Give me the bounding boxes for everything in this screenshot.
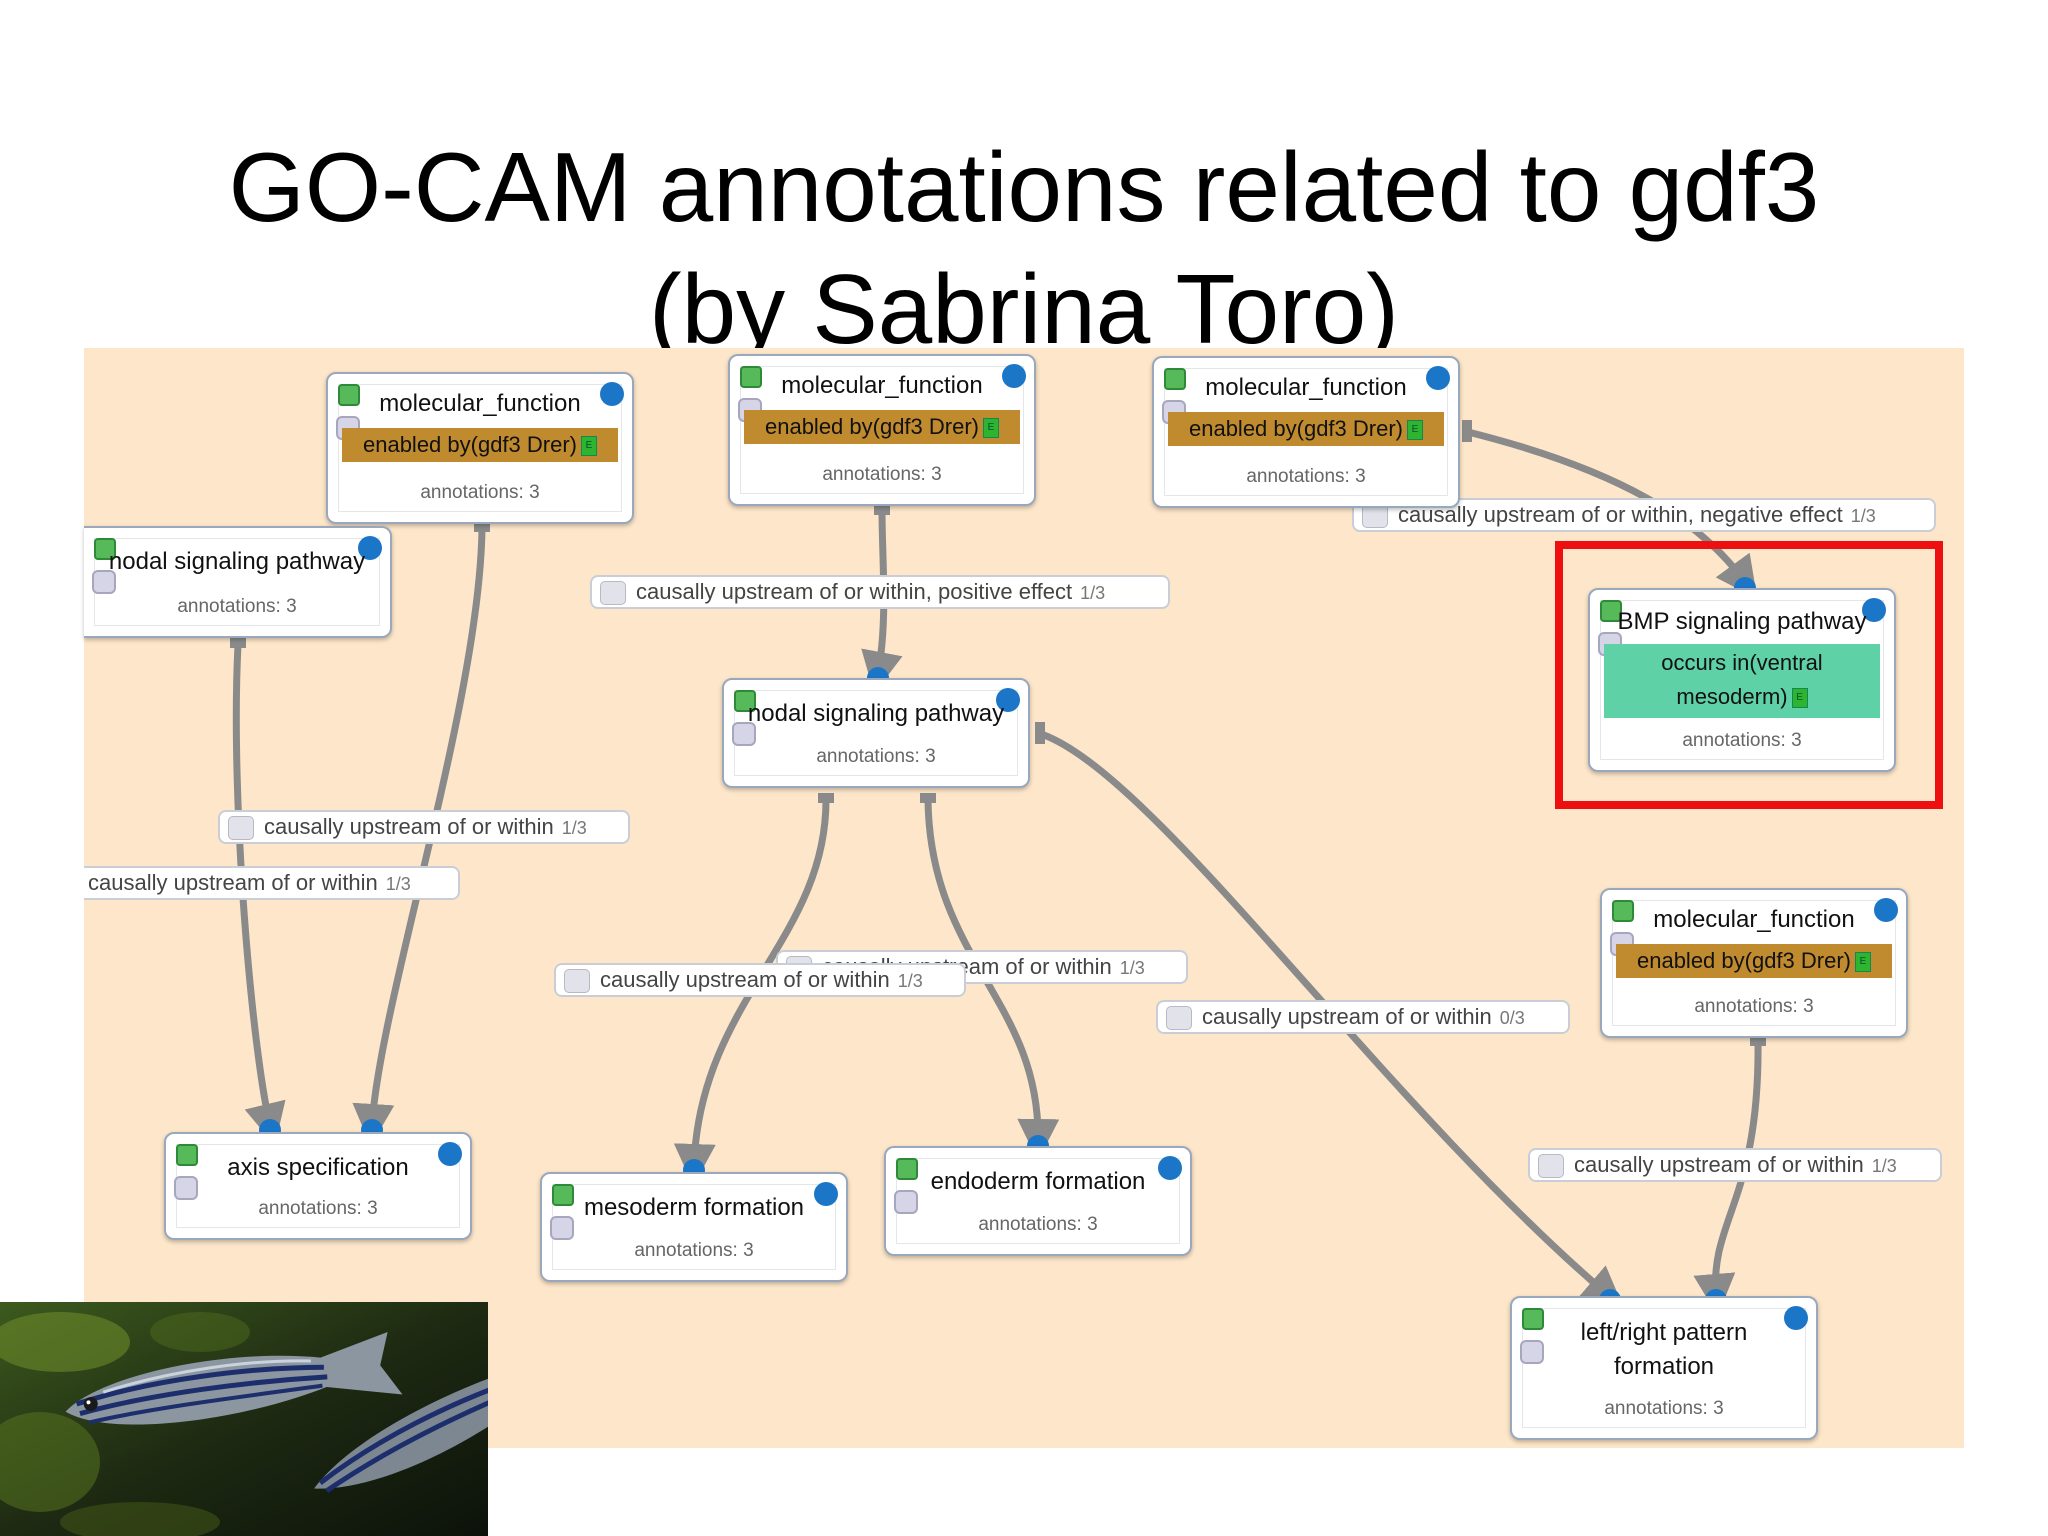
node-green-handle[interactable] bbox=[338, 384, 360, 406]
edge-label-checkbox[interactable] bbox=[1538, 1154, 1564, 1178]
highlight-box bbox=[1555, 541, 1943, 809]
evidence-icon[interactable]: E bbox=[581, 436, 597, 457]
edge-port bbox=[920, 793, 936, 803]
node-molecular-function[interactable]: molecular_function enabled by(gdf3 Drer)… bbox=[1600, 888, 1908, 1038]
edge-label-checkbox[interactable] bbox=[564, 969, 590, 993]
node-connect-dot[interactable] bbox=[1426, 366, 1450, 390]
zebrafish-image bbox=[0, 1302, 488, 1536]
node-connect-dot[interactable] bbox=[1158, 1156, 1182, 1180]
node-green-handle[interactable] bbox=[1612, 900, 1634, 922]
node-gray-handle[interactable] bbox=[732, 722, 756, 746]
node-connect-dot[interactable] bbox=[1874, 898, 1898, 922]
evidence-icon[interactable]: E bbox=[1791, 688, 1808, 709]
node-green-handle[interactable] bbox=[734, 690, 756, 712]
enabled-by-band[interactable]: enabled by(gdf3 Drer)E bbox=[744, 410, 1020, 444]
node-green-handle[interactable] bbox=[176, 1144, 198, 1166]
edge-nodal2-leftright bbox=[1040, 731, 1624, 1309]
node-green-handle[interactable] bbox=[552, 1184, 574, 1206]
zebrafish-photo bbox=[0, 1302, 488, 1536]
node-nodal-signaling-pathway[interactable]: nodal signaling pathway annotations: 3 bbox=[84, 526, 392, 638]
node-molecular-function[interactable]: molecular_function enabled by(gdf3 Drer)… bbox=[326, 372, 634, 524]
enabled-by-band[interactable]: enabled by(gdf3 Drer)E bbox=[1168, 412, 1444, 446]
node-green-handle[interactable] bbox=[1600, 600, 1622, 622]
edge-port bbox=[818, 793, 834, 803]
enabled-by-band[interactable]: enabled by(gdf3 Drer)E bbox=[1616, 944, 1892, 978]
title-line-1: GO-CAM annotations related to gdf3 bbox=[228, 132, 1820, 242]
edge-label-positive-effect[interactable]: causally upstream of or within, positive… bbox=[590, 575, 1170, 609]
edge-label-checkbox[interactable] bbox=[600, 581, 626, 605]
zebrafish-main bbox=[65, 1332, 403, 1425]
node-connect-dot[interactable] bbox=[600, 382, 624, 406]
node-connect-dot[interactable] bbox=[1002, 364, 1026, 388]
node-axis-specification[interactable]: axis specification annotations: 3 bbox=[164, 1132, 472, 1240]
node-connect-dot[interactable] bbox=[996, 688, 1020, 712]
edge-port bbox=[1462, 420, 1472, 442]
node-mesoderm-formation[interactable]: mesoderm formation annotations: 3 bbox=[540, 1172, 848, 1282]
node-left-right-pattern-formation[interactable]: left/right pattern formation annotations… bbox=[1510, 1296, 1818, 1440]
node-connect-dot[interactable] bbox=[814, 1182, 838, 1206]
node-green-handle[interactable] bbox=[740, 366, 762, 388]
node-endoderm-formation[interactable]: endoderm formation annotations: 3 bbox=[884, 1146, 1192, 1256]
node-connect-dot[interactable] bbox=[1784, 1306, 1808, 1330]
evidence-icon[interactable]: E bbox=[1407, 420, 1423, 441]
edge-port bbox=[1035, 722, 1045, 744]
evidence-icon[interactable]: E bbox=[1855, 952, 1871, 973]
edge-port bbox=[1750, 1036, 1766, 1046]
node-connect-dot[interactable] bbox=[358, 536, 382, 560]
edge-mf1-axis bbox=[352, 524, 486, 1146]
occurs-in-band[interactable]: occurs in(ventral mesoderm)E bbox=[1604, 644, 1880, 718]
edge-port bbox=[474, 522, 490, 532]
edge-mf4-leftright bbox=[1693, 1036, 1762, 1316]
node-gray-handle[interactable] bbox=[174, 1176, 198, 1200]
node-connect-dot[interactable] bbox=[1862, 598, 1886, 622]
title-line-2: (by Sabrina Toro) bbox=[649, 254, 1399, 364]
node-bmp-signaling-pathway[interactable]: BMP signaling pathway occurs in(ventral … bbox=[1588, 588, 1896, 772]
node-molecular-function[interactable]: molecular_function enabled by(gdf3 Drer)… bbox=[728, 354, 1036, 506]
node-gray-handle[interactable] bbox=[894, 1190, 918, 1214]
enabled-by-band[interactable]: enabled by(gdf3 Drer)E bbox=[342, 428, 618, 462]
node-nodal-signaling-pathway[interactable]: nodal signaling pathway annotations: 3 bbox=[722, 678, 1030, 788]
edge-nodal1-axis bbox=[232, 641, 286, 1146]
edge-port bbox=[874, 505, 890, 515]
node-gray-handle[interactable] bbox=[92, 570, 116, 594]
node-connect-dot[interactable] bbox=[438, 1142, 462, 1166]
zebrafish-second bbox=[314, 1366, 488, 1493]
edge-label-checkbox[interactable] bbox=[1362, 504, 1388, 528]
node-green-handle[interactable] bbox=[896, 1158, 918, 1180]
evidence-icon[interactable]: E bbox=[983, 418, 999, 439]
node-green-handle[interactable] bbox=[94, 538, 116, 560]
edge-label-checkbox[interactable] bbox=[228, 816, 254, 840]
edge-label-checkbox[interactable] bbox=[1166, 1006, 1192, 1030]
node-molecular-function[interactable]: molecular_function enabled by(gdf3 Drer)… bbox=[1152, 356, 1460, 508]
node-gray-handle[interactable] bbox=[550, 1216, 574, 1240]
node-green-handle[interactable] bbox=[1522, 1308, 1544, 1330]
slide-title: GO-CAM annotations related to gdf3 (by S… bbox=[0, 126, 2048, 370]
node-gray-handle[interactable] bbox=[1520, 1340, 1544, 1364]
edge-port bbox=[230, 638, 246, 648]
node-green-handle[interactable] bbox=[1164, 368, 1186, 390]
